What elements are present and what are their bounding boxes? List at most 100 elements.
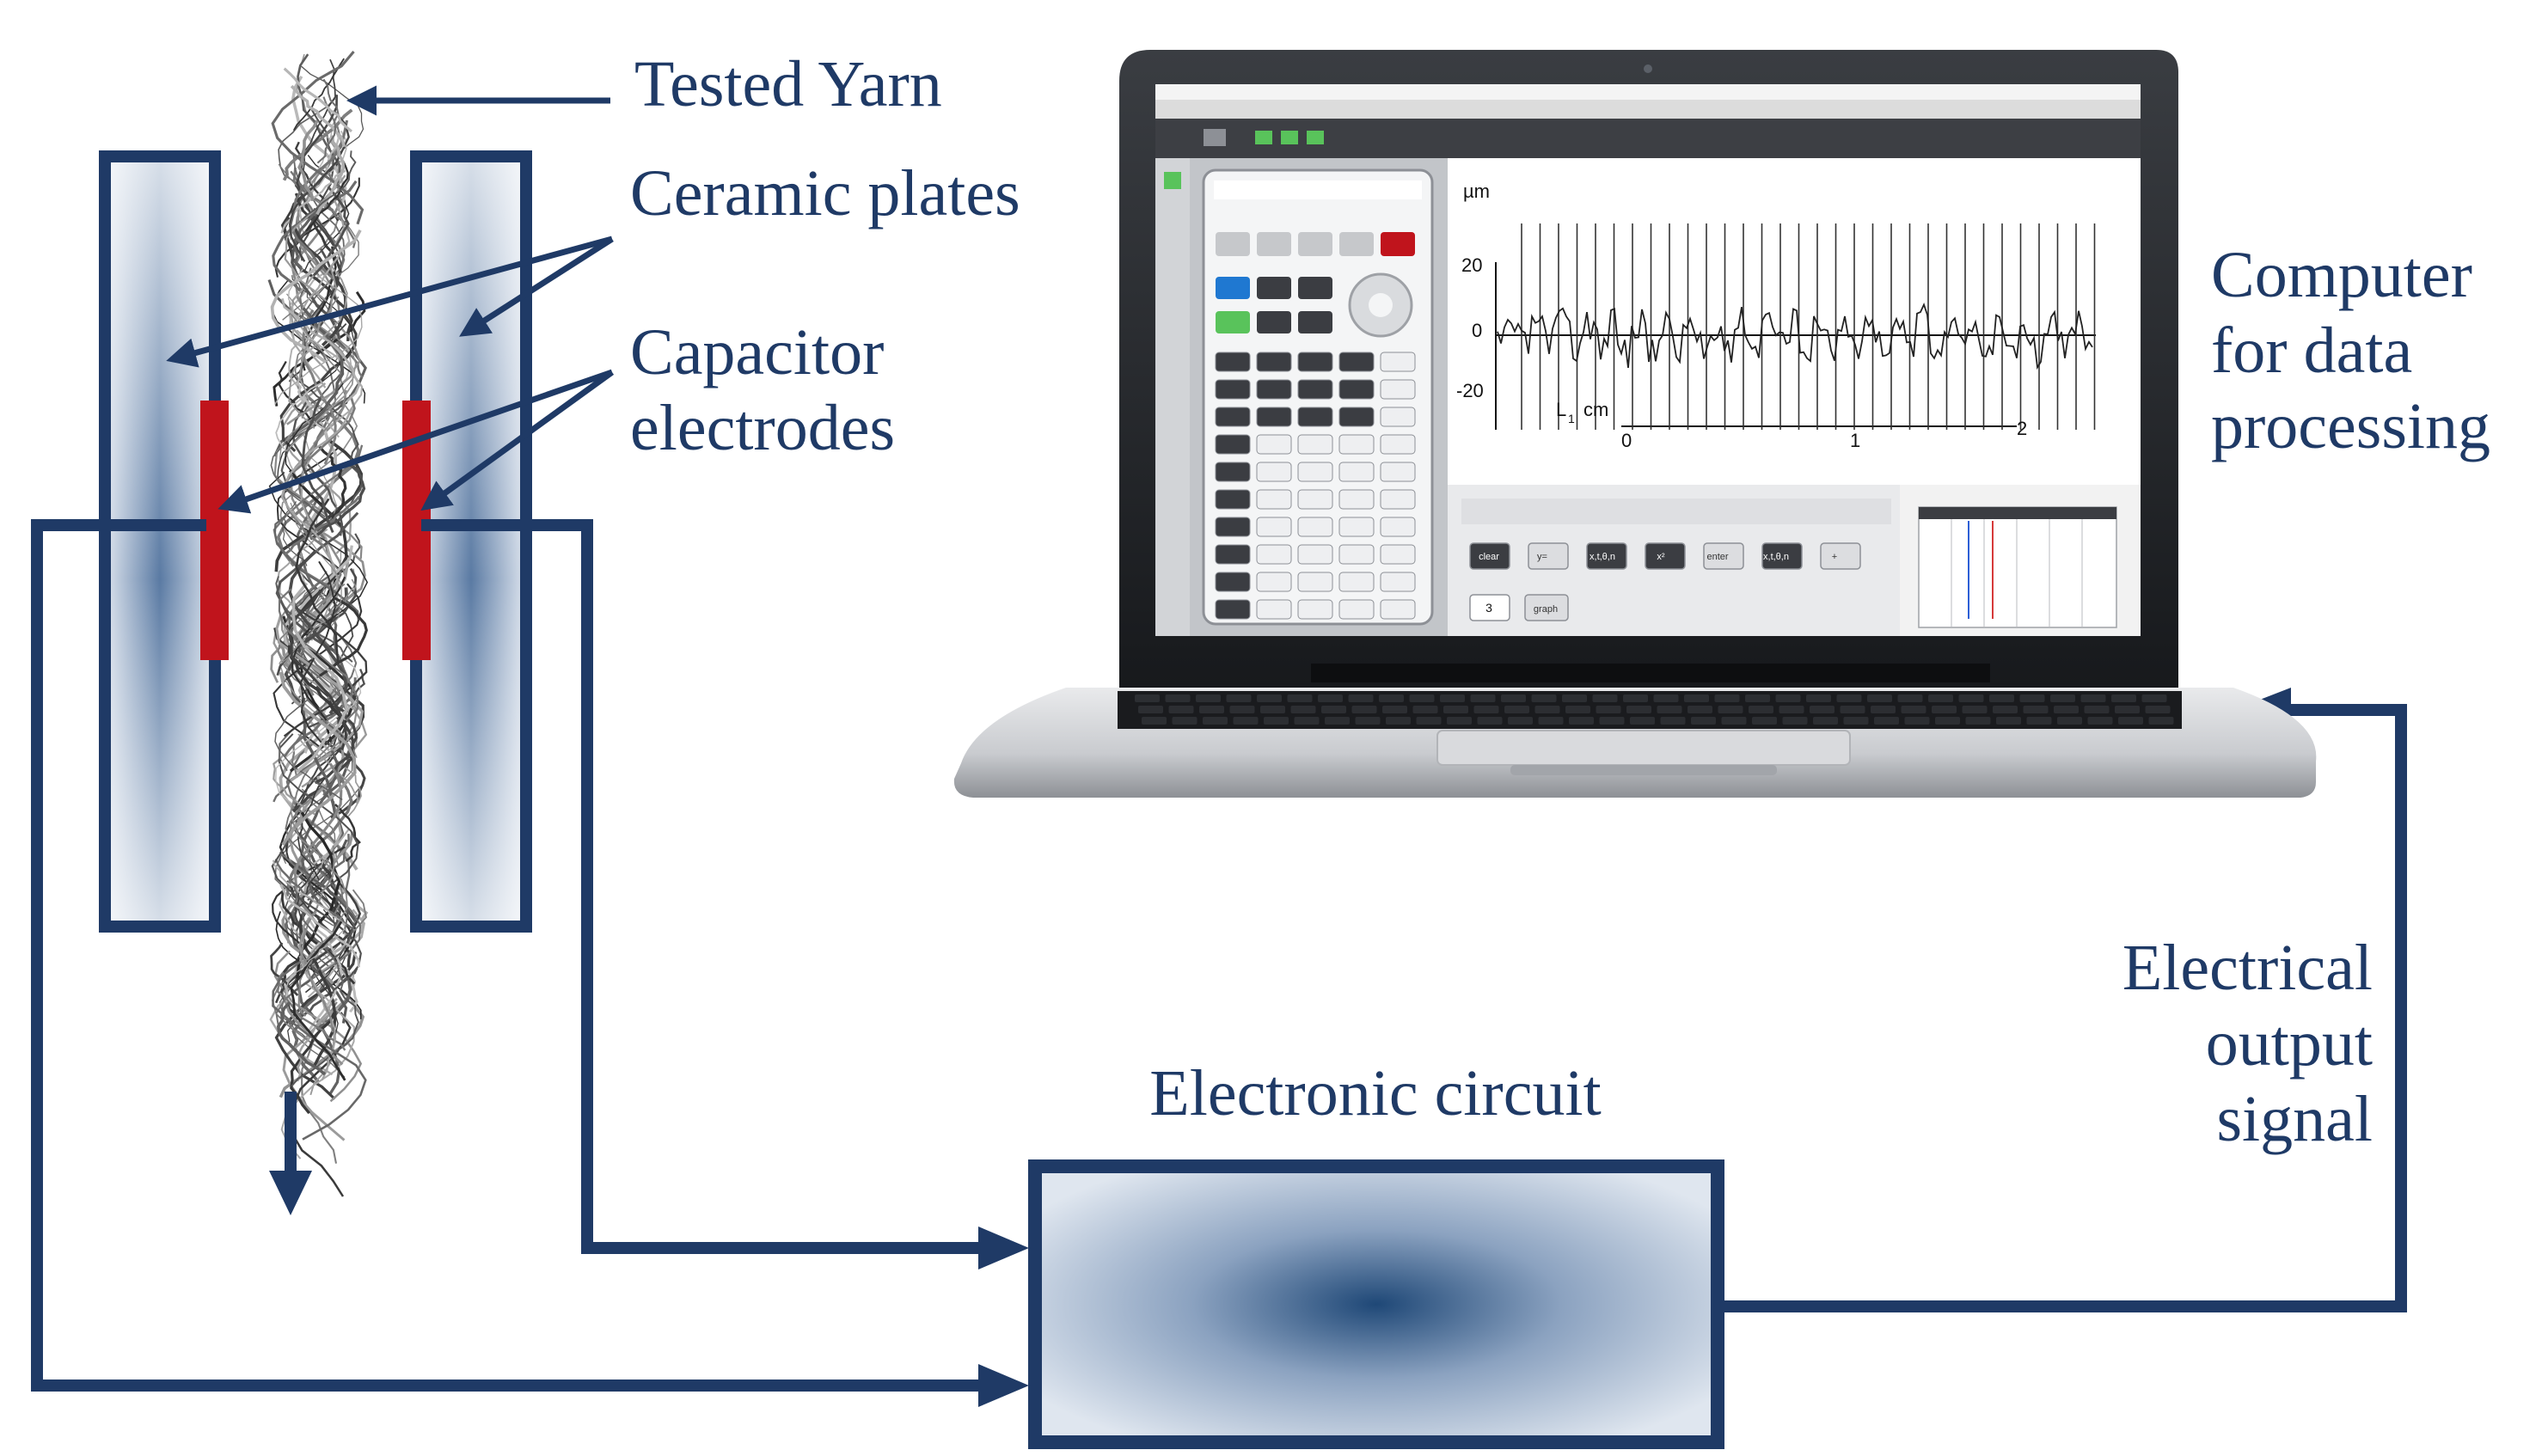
yarn-fiber <box>300 749 340 908</box>
keypad-button-3[interactable] <box>1469 594 1510 621</box>
data-table-thumbnail <box>1918 506 2117 628</box>
key-label-graph[interactable]: graph <box>1534 604 1558 615</box>
keypad-button[interactable] <box>1469 542 1510 570</box>
keyboard-key <box>1440 694 1465 702</box>
calc-key[interactable] <box>1338 572 1375 592</box>
calc-key[interactable] <box>1380 517 1416 537</box>
calc-key[interactable] <box>1215 462 1251 482</box>
keypad-button[interactable] <box>1645 542 1686 570</box>
calc-key[interactable] <box>1256 489 1292 510</box>
key-label-enter[interactable]: enter <box>1706 552 1728 562</box>
calc-key[interactable] <box>1256 434 1292 455</box>
key-label-3[interactable]: 3 <box>1485 601 1492 615</box>
calc-key[interactable] <box>1215 489 1251 510</box>
calc-key[interactable] <box>1338 517 1375 537</box>
calc-key[interactable] <box>1297 572 1333 592</box>
calc-key[interactable] <box>1215 434 1251 455</box>
calc-key[interactable] <box>1216 232 1250 256</box>
calc-key[interactable] <box>1215 407 1251 427</box>
calc-key[interactable] <box>1256 517 1292 537</box>
keyboard-key <box>1928 694 1953 702</box>
calc-key[interactable] <box>1297 462 1333 482</box>
keypad-button[interactable] <box>1761 542 1803 570</box>
calc-key[interactable] <box>1257 232 1291 256</box>
calc-key[interactable] <box>1215 544 1251 565</box>
calc-key[interactable] <box>1297 517 1333 537</box>
calc-key[interactable] <box>1298 232 1332 256</box>
calc-key[interactable] <box>1215 379 1251 400</box>
calc-key[interactable] <box>1380 599 1416 620</box>
keypad-button[interactable] <box>1586 542 1627 570</box>
keypad-button-graph[interactable] <box>1524 594 1569 621</box>
calc-key[interactable] <box>1380 434 1416 455</box>
calc-key[interactable] <box>1256 352 1292 372</box>
calc-key[interactable] <box>1380 462 1416 482</box>
keyboard-key <box>1508 717 1533 725</box>
calc-key[interactable] <box>1338 544 1375 565</box>
keyboard-key <box>1447 717 1472 725</box>
keyboard-key <box>1473 706 1499 713</box>
yarn-fiber <box>274 271 363 405</box>
calc-key[interactable] <box>1380 407 1416 427</box>
calc-key[interactable] <box>1380 379 1416 400</box>
calc-key[interactable] <box>1380 572 1416 592</box>
keyboard-key <box>1538 717 1564 725</box>
yarn-fiber <box>305 161 349 232</box>
calc-key[interactable] <box>1380 489 1416 510</box>
yarn-fiber <box>291 989 359 1087</box>
calc-key[interactable] <box>1215 572 1251 592</box>
calc-key[interactable] <box>1215 599 1251 620</box>
calc-key[interactable] <box>1297 599 1333 620</box>
calc-key[interactable] <box>1338 434 1375 455</box>
calc-key[interactable] <box>1338 599 1375 620</box>
key-label-xt-theta-n-2[interactable]: x,t,θ,n <box>1763 552 1789 562</box>
calc-key[interactable] <box>1256 572 1292 592</box>
keyboard-key <box>1531 694 1557 702</box>
keyboard-key <box>1379 694 1404 702</box>
calc-key-2nd[interactable] <box>1216 277 1250 299</box>
calc-key[interactable] <box>1380 352 1416 372</box>
calc-key[interactable] <box>1338 489 1375 510</box>
calculator-brand-bar <box>1214 180 1422 199</box>
calc-key[interactable] <box>1256 379 1292 400</box>
calc-key[interactable] <box>1297 407 1333 427</box>
calc-key[interactable] <box>1297 544 1333 565</box>
key-label-xt-theta-n[interactable]: x,t,θ,n <box>1590 552 1615 562</box>
calc-key[interactable] <box>1339 232 1374 256</box>
calc-key-alpha[interactable] <box>1216 311 1250 333</box>
calc-key[interactable] <box>1256 599 1292 620</box>
calc-key[interactable] <box>1257 311 1291 333</box>
calc-key[interactable] <box>1298 277 1332 299</box>
calc-key[interactable] <box>1297 434 1333 455</box>
graph-y-tick-0: 0 <box>1472 320 1482 341</box>
calc-key[interactable] <box>1297 352 1333 372</box>
calc-key[interactable] <box>1256 544 1292 565</box>
calc-key[interactable] <box>1298 311 1332 333</box>
arrowhead-yarn-down <box>269 1171 312 1215</box>
key-label-y-equals[interactable]: y= <box>1537 552 1547 562</box>
keyboard-key <box>1165 694 1191 702</box>
yarn-fiber <box>275 511 359 652</box>
calc-key[interactable] <box>1215 517 1251 537</box>
keypad-button[interactable] <box>1528 542 1569 570</box>
keypad-button[interactable] <box>1703 542 1744 570</box>
calc-key[interactable] <box>1297 379 1333 400</box>
keypad-button[interactable] <box>1820 542 1861 570</box>
calc-key[interactable] <box>1338 407 1375 427</box>
calc-key[interactable] <box>1297 489 1333 510</box>
calc-key[interactable] <box>1256 462 1292 482</box>
key-label-clear[interactable]: clear <box>1479 552 1499 562</box>
yarn-fiber <box>334 803 361 862</box>
calc-key[interactable] <box>1381 232 1415 256</box>
keyboard-key <box>1867 694 1892 702</box>
key-label-x-squared[interactable]: x² <box>1657 552 1665 562</box>
graph-x-label-unit: cm <box>1583 399 1608 420</box>
calc-key[interactable] <box>1256 407 1292 427</box>
calc-key[interactable] <box>1338 379 1375 400</box>
calc-key[interactable] <box>1380 544 1416 565</box>
calc-key[interactable] <box>1338 352 1375 372</box>
key-label-plus[interactable]: + <box>1832 552 1837 562</box>
calc-key[interactable] <box>1338 462 1375 482</box>
calc-key[interactable] <box>1215 352 1251 372</box>
calc-key[interactable] <box>1257 277 1291 299</box>
